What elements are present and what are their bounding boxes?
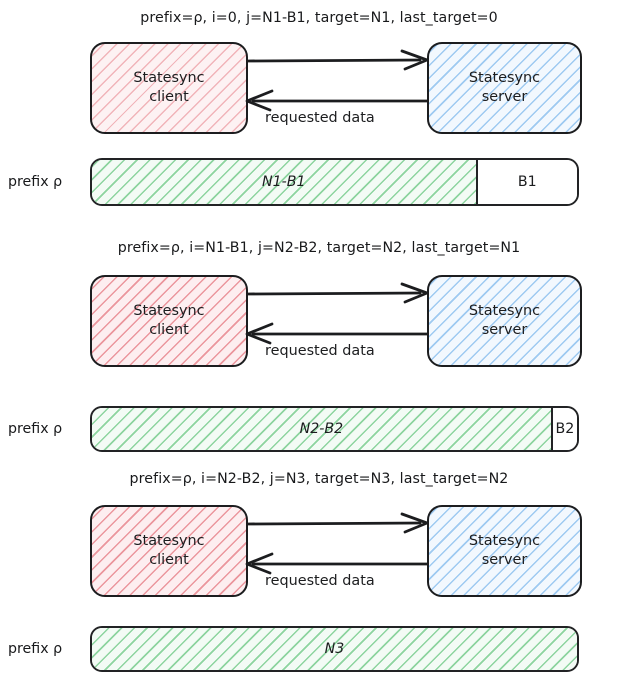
round-2-remaining-label: B2	[555, 421, 575, 437]
statesync-server-box[interactable]: Statesync server	[427, 275, 582, 367]
round-2-filled-segment: N2-B2	[92, 408, 553, 450]
round-2-filled-label: N2-B2	[299, 421, 344, 437]
round-1-filled-segment: N1-B1	[92, 160, 478, 204]
requested-data-label: requested data	[265, 343, 375, 359]
client-label-line1: Statesync	[133, 532, 205, 549]
prefix-label: prefix ρ	[8, 641, 63, 657]
request-arrow-head	[400, 49, 429, 71]
round-3-caption: prefix=ρ, i=N2-B2, j=N3, target=N3, last…	[129, 471, 509, 487]
round-2-caption: prefix=ρ, i=N1-B1, j=N2-B2, target=N2, l…	[117, 240, 521, 256]
round-2-prefix-row: prefix ρ N2-B2 B2	[0, 406, 638, 454]
round-1-caption: prefix=ρ, i=0, j=N1-B1, target=N1, last_…	[140, 10, 498, 26]
server-label-line1: Statesync	[468, 302, 541, 319]
statesync-server-box[interactable]: Statesync server	[427, 42, 582, 134]
server-label-line1: Statesync	[468, 69, 541, 86]
round-3-arrows	[245, 512, 429, 575]
response-arrow-head	[245, 552, 274, 575]
round-2-prefix-bar[interactable]: N2-B2 B2	[90, 406, 579, 452]
server-label-line2: server	[481, 552, 528, 568]
prefix-label: prefix ρ	[8, 174, 63, 190]
client-label-line2: client	[149, 89, 189, 105]
request-arrow-line	[246, 291, 422, 296]
round-2-remaining-segment: B2	[552, 408, 577, 450]
requested-data-label: requested data	[265, 110, 375, 126]
statesync-client-box[interactable]: Statesync client	[90, 275, 248, 367]
round-2-arrows	[245, 282, 429, 345]
server-label-line2: server	[481, 89, 528, 105]
request-arrow-line	[246, 58, 422, 63]
response-arrow-head	[245, 322, 274, 345]
client-label-line2: client	[149, 322, 189, 338]
round-1-remaining-segment: B1	[477, 160, 577, 204]
request-arrow-line	[246, 521, 422, 526]
request-arrow-head	[400, 512, 429, 534]
round-3-exchange: Statesync client Statesync server reques…	[90, 505, 582, 601]
request-arrow-head	[400, 282, 429, 304]
server-label-line2: server	[481, 322, 528, 338]
round-3-filled-segment: N3	[92, 628, 577, 670]
round-1-filled-label: N1-B1	[262, 174, 306, 190]
round-1-exchange: Statesync client Statesync server reques…	[90, 42, 582, 138]
statesync-client-box[interactable]: Statesync client	[90, 505, 248, 597]
response-arrow-head	[245, 89, 274, 112]
prefix-label: prefix ρ	[8, 421, 63, 437]
round-1-prefix-bar[interactable]: N1-B1 B1	[90, 158, 579, 206]
client-label-line1: Statesync	[133, 69, 205, 86]
client-label-line2: client	[149, 552, 189, 568]
round-1-prefix-row: prefix ρ N1-B1 B1	[0, 158, 638, 208]
requested-data-label: requested data	[265, 573, 375, 589]
server-label-line1: Statesync	[468, 532, 541, 549]
client-label-line1: Statesync	[133, 302, 205, 319]
round-3-prefix-row: prefix ρ N3	[0, 626, 638, 674]
round-1-arrows	[245, 49, 429, 112]
statesync-server-box[interactable]: Statesync server	[427, 505, 582, 597]
round-1-remaining-label: B1	[517, 174, 537, 190]
round-2-exchange: Statesync client Statesync server reques…	[90, 275, 582, 371]
round-3-prefix-bar[interactable]: N3	[90, 626, 579, 672]
round-3-filled-label: N3	[324, 641, 345, 657]
statesync-client-box[interactable]: Statesync client	[90, 42, 248, 134]
